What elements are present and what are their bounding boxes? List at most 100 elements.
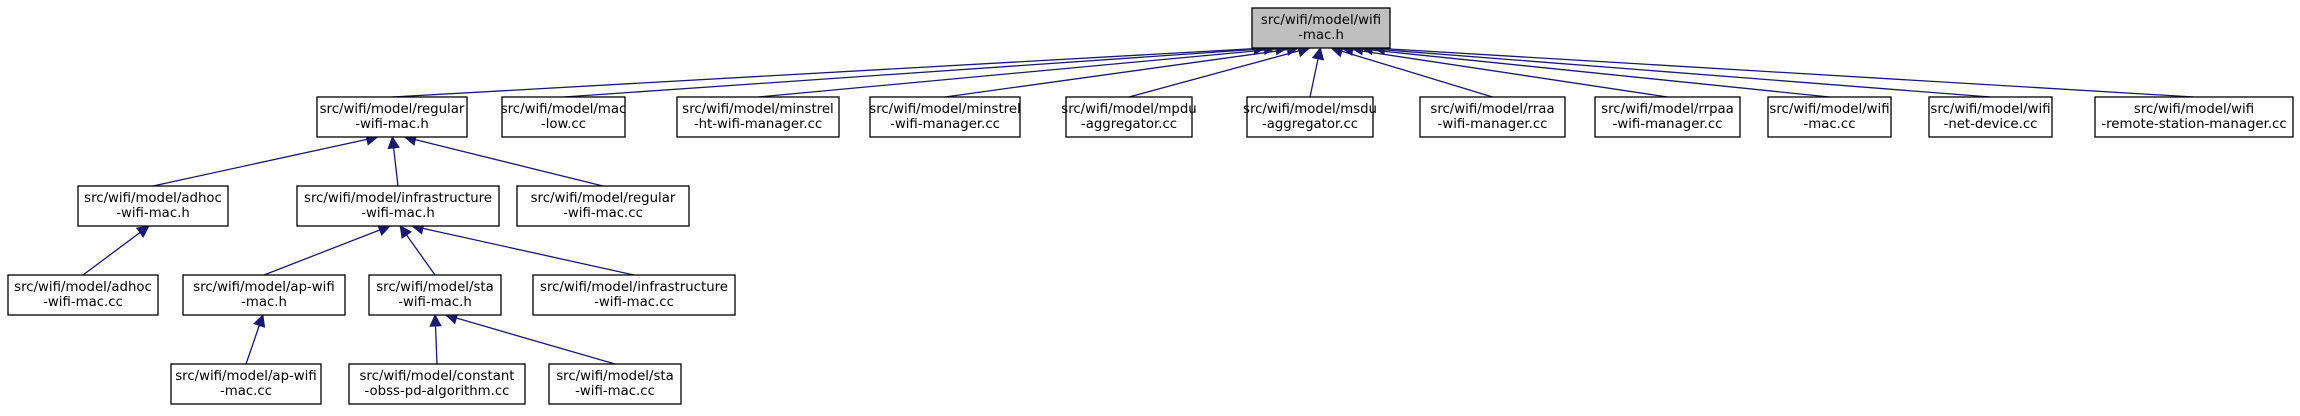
node-label-line: src/wifi/model/ap-wifi <box>193 280 335 295</box>
arrowhead-icon <box>135 225 150 238</box>
node-regular-h[interactable]: src/wifi/model/regular-wifi-mac.h <box>316 96 468 138</box>
edge-constant_obss_cc-to-sta_h <box>429 313 442 365</box>
node-label-line: src/wifi/model/mpdu <box>1061 102 1196 117</box>
node-label-line: -aggregator.cc <box>1262 117 1358 132</box>
edge-line <box>1309 58 1319 98</box>
node-constant-obss-cc[interactable]: src/wifi/model/constant-obss-pd-algorith… <box>348 363 526 405</box>
node-label-line: -mac.cc <box>1803 117 1855 132</box>
node-infra-h[interactable]: src/wifi/model/infrastructure-wifi-mac.h <box>296 185 500 227</box>
edge-line <box>1352 48 1668 98</box>
node-label-line: -wifi-mac.h <box>398 295 472 310</box>
node-ap-h[interactable]: src/wifi/model/ap-wifi-mac.h <box>182 274 346 316</box>
node-wifi-mac-cc[interactable]: src/wifi/model/wifi-mac.cc <box>1767 96 1892 138</box>
node-label-line: src/wifi/model/wifi <box>1769 102 1889 117</box>
node-box <box>7 274 159 316</box>
edge-line <box>563 48 1265 98</box>
node-label-line: src/wifi/model/ap-wifi <box>175 369 317 384</box>
node-box <box>1928 96 2053 138</box>
node-minstrel-cc[interactable]: src/wifi/model/minstrel-wifi-manager.cc <box>869 96 1021 138</box>
edge-adhoc_h-to-regular_h <box>152 133 379 187</box>
node-label-line: -wifi-mac.cc <box>43 295 123 310</box>
node-box <box>1594 96 1741 138</box>
node-root[interactable]: src/wifi/model/wifi-mac.h <box>1251 7 1391 49</box>
node-box <box>296 185 500 227</box>
node-sta-h[interactable]: src/wifi/model/sta-wifi-mac.h <box>368 274 502 316</box>
node-label-line: -aggregator.cc <box>1081 117 1177 132</box>
node-label-line: src/wifi/model/constant <box>359 369 514 384</box>
node-sta-cc[interactable]: src/wifi/model/sta-wifi-mac.cc <box>548 363 682 405</box>
node-box <box>316 96 468 138</box>
node-label-line: src/wifi/model/minstrel <box>682 102 833 117</box>
edge-ap_h-to-infra_h <box>263 224 392 276</box>
node-box <box>1246 96 1374 138</box>
node-rrpaa-cc[interactable]: src/wifi/model/rrpaa-wifi-manager.cc <box>1594 96 1741 138</box>
nodes-layer: src/wifi/model/wifi-mac.hsrc/wifi/model/… <box>7 7 2294 405</box>
node-box <box>676 96 840 138</box>
node-box <box>1419 96 1566 138</box>
node-box <box>501 96 626 138</box>
node-label-line: -wifi-mac.h <box>361 206 435 221</box>
node-adhoc-h[interactable]: src/wifi/model/adhoc-wifi-mac.h <box>77 185 229 227</box>
arrowhead-icon <box>1311 46 1325 61</box>
edge-remote_station_cc-to-root <box>1372 42 2195 98</box>
node-rraa-cc[interactable]: src/wifi/model/rraa-wifi-manager.cc <box>1419 96 1566 138</box>
node-label-line: -wifi-manager.cc <box>1613 117 1723 132</box>
node-label-line: src/wifi/model/sta <box>556 369 674 384</box>
node-ap-cc[interactable]: src/wifi/model/ap-wifi-mac.cc <box>170 363 322 405</box>
node-label-line: src/wifi/model/wifi <box>2134 102 2254 117</box>
node-label-line: -wifi-mac.cc <box>594 295 674 310</box>
node-label-line: -mac.h <box>241 295 287 310</box>
edge-regular_h-to-root <box>391 42 1267 98</box>
node-label-line: src/wifi/model/sta <box>376 280 494 295</box>
edge-sta_h-to-infra_h <box>399 225 436 276</box>
arrowhead-icon <box>253 313 266 328</box>
node-infra-cc[interactable]: src/wifi/model/infrastructure-wifi-mac.c… <box>532 274 736 316</box>
edge-line <box>1128 50 1300 98</box>
arrowhead-icon <box>429 313 442 327</box>
node-net-device-cc[interactable]: src/wifi/model/wifi-net-device.cc <box>1928 96 2053 138</box>
edge-line <box>392 147 399 187</box>
edge-line <box>82 232 141 276</box>
edge-adhoc_cc-to-adhoc_h <box>82 225 150 276</box>
node-label-line: src/wifi/model/wifi <box>1261 13 1381 28</box>
node-label-line: -mac.h <box>1298 28 1344 43</box>
node-box <box>170 363 322 405</box>
edge-msdu_cc-to-root <box>1309 46 1325 98</box>
node-msdu-cc[interactable]: src/wifi/model/msdu-aggregator.cc <box>1243 96 1377 138</box>
edge-sta_cc-to-sta_h <box>444 312 616 365</box>
edge-mac_low_cc-to-root <box>563 42 1277 98</box>
node-box <box>548 363 682 405</box>
edge-line <box>391 47 1255 98</box>
node-label-line: -wifi-mac.h <box>116 206 190 221</box>
node-label-line: src/wifi/model/mac <box>501 102 627 117</box>
node-adhoc-cc[interactable]: src/wifi/model/adhoc-wifi-mac.cc <box>7 274 159 316</box>
edge-ap_cc-to-ap_h <box>245 313 266 365</box>
node-box <box>532 274 736 316</box>
edge-infra_h-to-regular_h <box>387 135 400 187</box>
node-box <box>348 363 526 405</box>
node-label-line: -mac.cc <box>220 384 272 399</box>
edge-line <box>422 227 635 276</box>
node-label-line: -wifi-mac.cc <box>575 384 655 399</box>
node-remote-station-cc[interactable]: src/wifi/model/wifi-remote-station-manag… <box>2094 96 2294 138</box>
node-box <box>1767 96 1892 138</box>
node-label-line: src/wifi/model/adhoc <box>14 280 152 295</box>
node-label-line: src/wifi/model/wifi <box>1930 102 2050 117</box>
node-box <box>1065 96 1193 138</box>
edge-line <box>1341 50 1493 98</box>
node-regular-cc[interactable]: src/wifi/model/regular-wifi-mac.cc <box>516 185 690 227</box>
edge-line <box>434 325 438 365</box>
node-label-line: -wifi-mac.h <box>355 117 429 132</box>
node-box <box>182 274 346 316</box>
node-box <box>368 274 502 316</box>
node-minstrel-ht-cc[interactable]: src/wifi/model/minstrel-ht-wifi-manager.… <box>676 96 840 138</box>
edge-line <box>456 317 616 365</box>
edge-line <box>944 48 1288 98</box>
node-label-line: src/wifi/model/rrpaa <box>1601 102 1734 117</box>
node-label-line: src/wifi/model/msdu <box>1243 102 1377 117</box>
node-label-line: -obss-pd-algorithm.cc <box>365 384 510 399</box>
node-mpdu-cc[interactable]: src/wifi/model/mpdu-aggregator.cc <box>1061 96 1197 138</box>
node-label-line: src/wifi/model/minstrel <box>869 102 1020 117</box>
node-label-line: src/wifi/model/adhoc <box>84 191 222 206</box>
node-mac-low-cc[interactable]: src/wifi/model/mac-low.cc <box>501 96 627 138</box>
